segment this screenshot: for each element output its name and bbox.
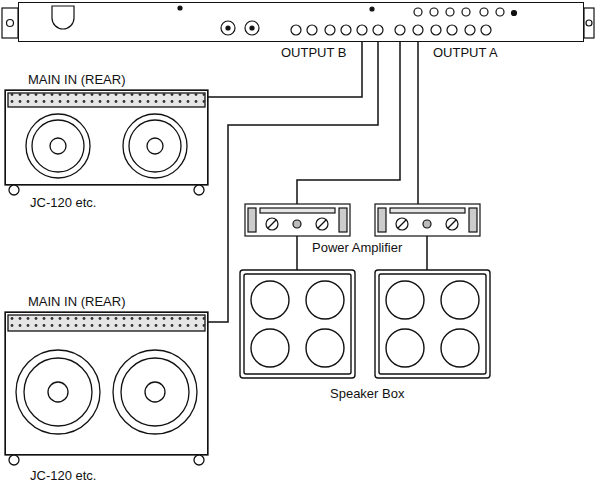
guitar-amp: MAIN IN (REAR)JC-120 etc. bbox=[5, 312, 208, 455]
node-caption: JC-120 etc. bbox=[30, 195, 96, 210]
power-amplifier bbox=[245, 204, 480, 236]
cable bbox=[208, 42, 362, 97]
guitar-amp bbox=[5, 90, 208, 195]
part-label: Power Amplifier bbox=[312, 240, 402, 255]
node-caption: OUTPUT A bbox=[433, 45, 498, 60]
rack-unit bbox=[2, 6, 594, 38]
node-caption: JC-120 etc. bbox=[30, 468, 96, 483]
rack-unit: OUTPUT BOUTPUT A bbox=[18, 2, 584, 42]
guitar-amp bbox=[5, 312, 208, 465]
guitar-amp: MAIN IN (REAR)JC-120 etc. bbox=[5, 90, 208, 185]
part-label: Speaker Box bbox=[330, 386, 404, 401]
node-heading: OUTPUT B bbox=[281, 45, 347, 60]
speaker-box bbox=[240, 270, 490, 378]
node-heading: MAIN IN (REAR) bbox=[28, 72, 126, 87]
cable bbox=[208, 42, 378, 322]
node-heading: MAIN IN (REAR) bbox=[28, 294, 126, 309]
